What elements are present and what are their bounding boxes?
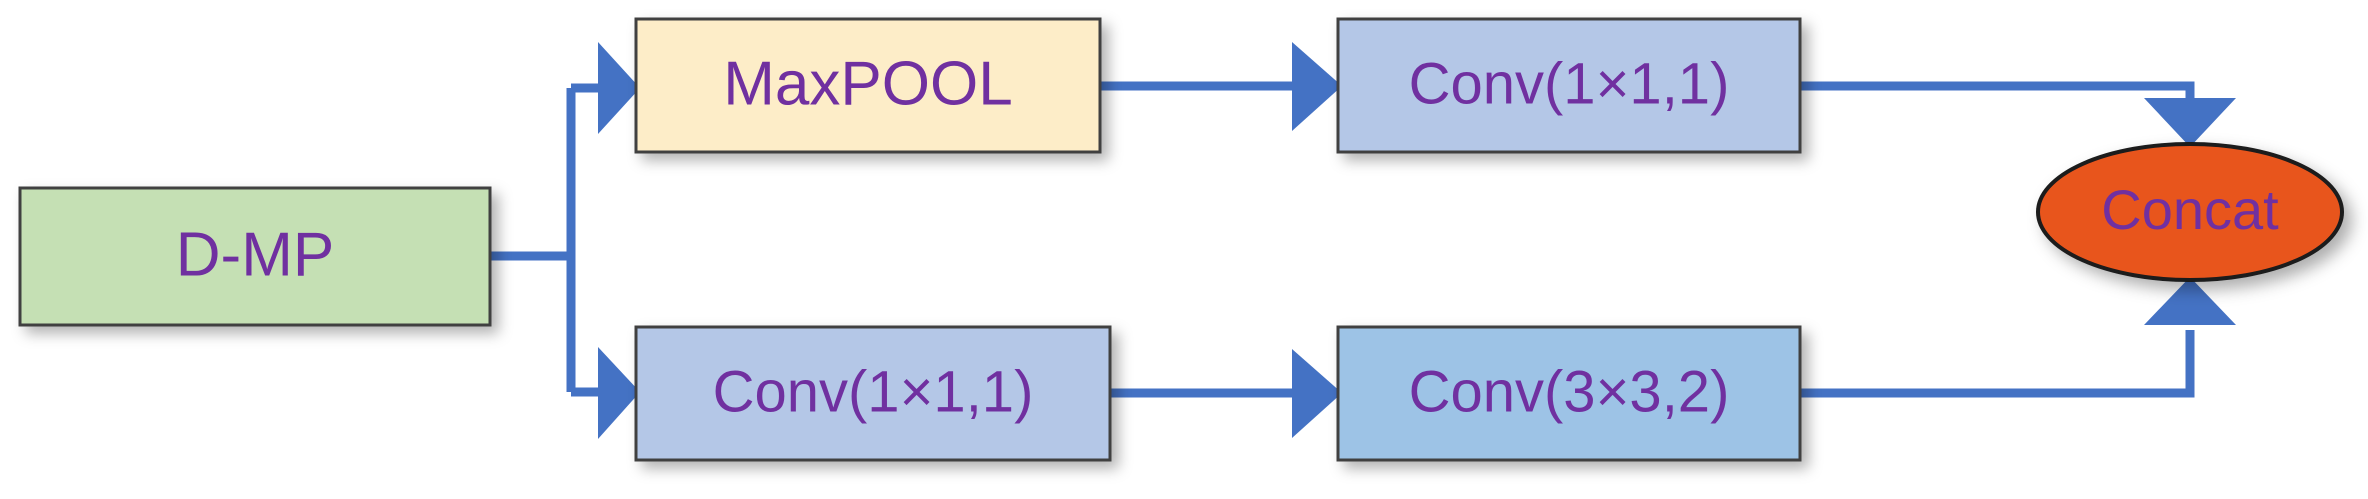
input-label: D-MP: [176, 220, 334, 289]
node-conv-bottom-left[interactable]: Conv(1×1,1): [634, 325, 1112, 462]
node-input-d-mp[interactable]: D-MP: [18, 186, 492, 327]
node-concat[interactable]: Concat: [2036, 142, 2344, 282]
edge-maxpool-conv-top: [1100, 42, 1342, 131]
edge-split-maxpool: [571, 42, 640, 134]
edge-conv-bottom-right-concat: [1800, 277, 2236, 398]
node-maxpool[interactable]: MaxPOOL: [634, 17, 1102, 154]
edge-conv-bottom-left-conv-bottom-right: [1110, 349, 1342, 438]
conv-bottom-left-box: [634, 325, 1112, 462]
conv-bottom-right-box: [1336, 325, 1802, 462]
concat-ellipse: [2036, 142, 2344, 282]
arrowhead-right: [1292, 349, 1342, 438]
conv-top-label: Conv(1×1,1): [1409, 51, 1730, 116]
node-conv-top[interactable]: Conv(1×1,1): [1336, 17, 1802, 154]
arrowhead-right: [1292, 42, 1342, 131]
arrowhead-right: [598, 42, 640, 134]
node-conv-bottom-right[interactable]: Conv(3×3,2): [1336, 325, 1802, 462]
input-box: [18, 186, 492, 327]
concat-label: Concat: [2101, 178, 2279, 241]
conv-top-box: [1336, 17, 1802, 154]
edge-split-conv-bottom-left: [571, 347, 640, 439]
maxpool-box: [634, 17, 1102, 154]
arrowhead-right: [598, 347, 640, 439]
arrowhead-up: [2144, 277, 2236, 325]
conv-bottom-right-label: Conv(3×3,2): [1409, 359, 1730, 424]
maxpool-label: MaxPOOL: [723, 49, 1012, 118]
conv-bottom-left-label: Conv(1×1,1): [713, 359, 1034, 424]
edge-conv-top-concat: [1800, 81, 2236, 147]
arrowhead-down: [2144, 98, 2236, 147]
